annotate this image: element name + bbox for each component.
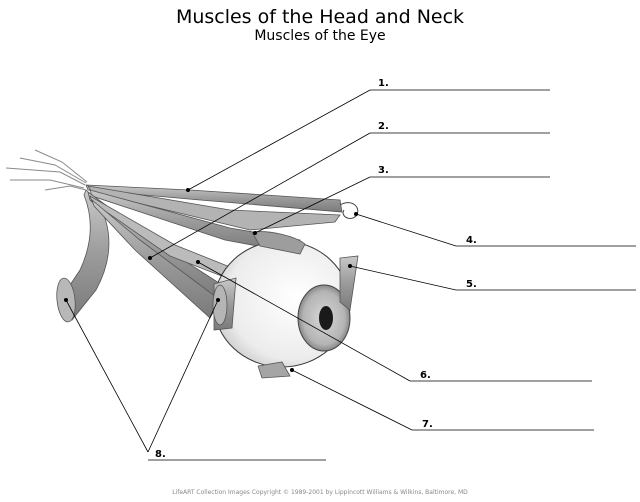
leader-lines bbox=[65, 89, 636, 461]
label-number-4: 4. bbox=[466, 235, 477, 246]
label-number-7: 7. bbox=[422, 419, 433, 430]
leader-line-6 bbox=[197, 261, 411, 382]
leader-line-7 bbox=[291, 369, 413, 431]
leader-line-2 bbox=[149, 132, 371, 259]
page-title: Muscles of the Head and Neck bbox=[175, 6, 465, 28]
label-number-3: 3. bbox=[378, 165, 389, 176]
leader-line-1 bbox=[187, 89, 371, 191]
leader-line-5 bbox=[349, 265, 457, 291]
superior-muscles bbox=[85, 184, 343, 253]
label-number-1: 1. bbox=[378, 78, 389, 89]
copyright-notice: LifeART Collection Images Copyright © 19… bbox=[172, 489, 468, 496]
label-number-5: 5. bbox=[466, 279, 477, 290]
trochlea-loop bbox=[339, 202, 359, 219]
optic-nerve bbox=[5, 149, 88, 191]
pupil bbox=[319, 306, 333, 330]
leader-line-3 bbox=[254, 176, 371, 234]
label-number-6: 6. bbox=[420, 370, 431, 381]
leader-line-4 bbox=[355, 213, 457, 247]
leader-line-8a bbox=[65, 299, 149, 453]
label-number-8: 8. bbox=[155, 449, 166, 460]
page-subtitle: Muscles of the Eye bbox=[254, 28, 386, 44]
label-number-2: 2. bbox=[378, 121, 389, 132]
leader-line-8b bbox=[147, 299, 219, 453]
leader-dots bbox=[64, 188, 358, 372]
cut-muscle-ends bbox=[212, 231, 359, 379]
eyeball bbox=[213, 240, 351, 368]
lateral-rectus bbox=[56, 189, 110, 323]
